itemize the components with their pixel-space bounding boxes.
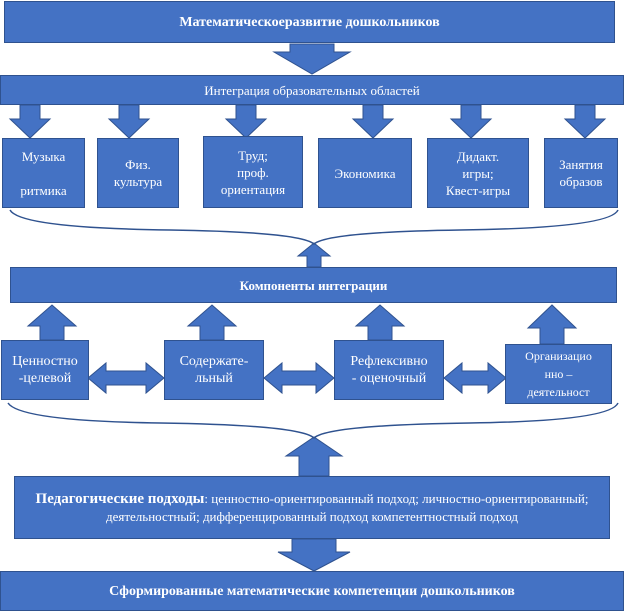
integration-text: Интеграция образовательных областей — [204, 82, 420, 98]
component-label-3: Рефлексивно - оценочный — [350, 354, 428, 386]
double-arrow-1 — [87, 361, 165, 395]
approaches-head: Педагогические подходы — [35, 491, 205, 507]
components-title-text: Компоненты интеграции — [239, 277, 388, 293]
arrow-down-area-6 — [563, 104, 607, 139]
area-box-4: Экономика — [318, 138, 412, 208]
integration-box: Интеграция образовательных областей — [0, 75, 624, 105]
area-label-4: Экономика — [334, 165, 396, 181]
component-label-2: Содержате- льный — [179, 354, 249, 386]
arrow-up-comp-1 — [26, 304, 78, 341]
arrow-up-comp-3 — [354, 304, 406, 341]
arrow-up-approaches — [284, 436, 344, 477]
brace-components — [7, 402, 619, 440]
area-box-5: Дидакт. игры; Квест-игры — [427, 138, 529, 208]
arrow-down-title — [272, 43, 352, 75]
double-arrow-2 — [263, 361, 335, 395]
component-box-4: Организацио нно – деятельност — [505, 344, 612, 404]
component-label-1: Ценностно -целевой — [12, 354, 78, 386]
title-text: Математическоеразвитие дошкольников — [179, 14, 440, 30]
arrow-down-area-3 — [224, 104, 268, 139]
arrow-down-area-2 — [107, 104, 151, 139]
area-box-6: Занятия образов — [544, 138, 618, 208]
approaches-box: Педагогические подходы: ценностно-ориент… — [14, 476, 610, 539]
components-box: Компоненты интеграции — [10, 267, 617, 303]
result-text: Сформированные математические компетенци… — [109, 583, 515, 599]
arrow-down-result — [277, 538, 351, 572]
arrow-down-area-4 — [351, 104, 395, 139]
area-label-6: Занятия образов — [559, 157, 603, 189]
component-box-2: Содержате- льный — [164, 340, 264, 400]
arrow-up-comp-2 — [186, 304, 238, 341]
component-box-1: Ценностно -целевой — [1, 340, 89, 400]
component-box-3: Рефлексивно - оценочный — [334, 340, 444, 400]
result-box: Сформированные математические компетенци… — [0, 571, 624, 611]
approaches-content: Педагогические подходы: ценностно-ориент… — [21, 490, 603, 525]
approaches-text: : ценностно-ориентированный подход; личн… — [105, 491, 589, 524]
area-box-3: Труд; проф. ориентация — [203, 136, 303, 208]
arrow-up-components — [296, 242, 332, 268]
area-label-2: Физ. культура — [113, 157, 163, 189]
area-box-1: Музыка ритмика — [2, 138, 85, 208]
title-box: Математическоеразвитие дошкольников — [4, 1, 615, 43]
area-label-1: Музыка ритмика — [20, 148, 67, 198]
arrow-down-area-5 — [449, 104, 493, 139]
area-box-2: Физ. культура — [97, 138, 179, 208]
arrow-up-comp-4 — [526, 304, 578, 345]
area-label-3: Труд; проф. ориентация — [220, 147, 286, 197]
component-label-4: Организацио нно – деятельност — [525, 349, 592, 399]
arrow-down-area-1 — [8, 104, 52, 139]
double-arrow-3 — [443, 361, 507, 395]
area-label-5: Дидакт. игры; Квест-игры — [445, 148, 511, 198]
brace-areas — [9, 209, 619, 245]
